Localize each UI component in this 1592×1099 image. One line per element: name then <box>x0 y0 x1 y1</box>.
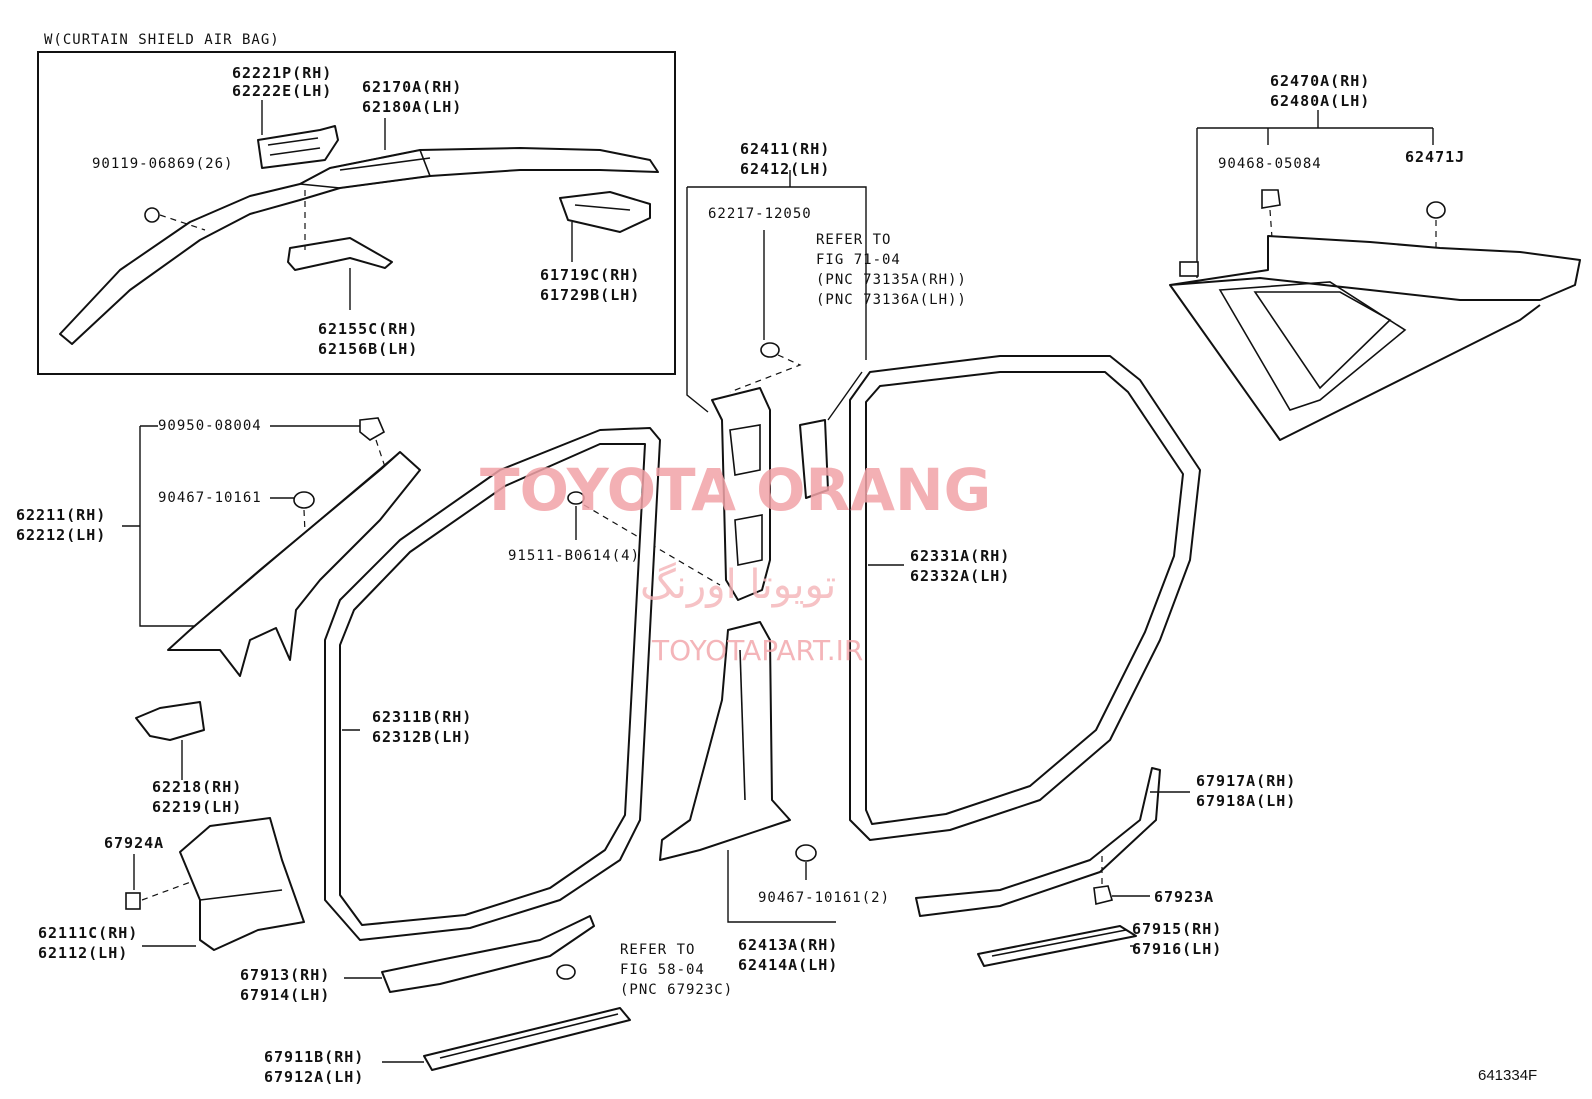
ref-fig71-line4: (PNC 73136A(LH)) <box>816 292 967 308</box>
label-62331a: 62331A(RH) <box>910 547 1010 565</box>
front-pillar-group: 90950-08004 90467-10161 62211(RH) 62212(… <box>16 417 421 677</box>
seatbelt-guide-part <box>799 419 829 499</box>
clip-62471j-fastener <box>1426 201 1446 270</box>
airbag-end-bracket-part <box>559 191 651 233</box>
label-90119: 90119-06869(26) <box>92 156 233 172</box>
quarter-trim-part <box>1169 235 1581 441</box>
center-pillar-upper-trim-part <box>711 387 771 601</box>
label-62470a: 62470A(RH) <box>1270 72 1370 90</box>
watermark-site: TOYOTAPART.IR <box>651 634 863 667</box>
label-62332a: 62332A(LH) <box>910 567 1010 585</box>
label-62471j: 62471J <box>1405 148 1465 166</box>
watermark-persian: تویوتا اورنگ <box>640 562 836 608</box>
label-62414a: 62414A(LH) <box>738 956 838 974</box>
label-90467-a: 90467-10161 <box>158 490 262 506</box>
label-62155c: 62155C(RH) <box>318 320 418 338</box>
label-62411: 62411(RH) <box>740 140 830 158</box>
ref-fig58-line1: REFER TO <box>620 942 695 958</box>
label-62212: 62212(LH) <box>16 526 106 544</box>
clip-90950-fastener <box>359 417 387 471</box>
clip-67923a-fastener <box>1093 856 1113 905</box>
front-door-weatherstrip-part <box>324 427 661 941</box>
quarter-trim-group: 62470A(RH) 62480A(LH) 90468-05084 62471J <box>1169 72 1581 441</box>
clip-90119-fastener <box>144 207 206 231</box>
ref-fig71-line1: REFER TO <box>816 232 891 248</box>
cowl-side-group: 62218(RH) 62219(LH) 67924A 62111C(RH) 62… <box>38 701 305 962</box>
rear-door-scuff-plate-part <box>915 767 1161 917</box>
label-62311b: 62311B(RH) <box>372 708 472 726</box>
label-67915: 67915(RH) <box>1132 920 1222 938</box>
watermark-brand: TOYOTA ORANG <box>480 456 991 524</box>
label-61729b: 61729B(LH) <box>540 286 640 304</box>
rear-scuff-group: 67917A(RH) 67918A(LH) 67923A 67915(RH) 6… <box>915 767 1296 967</box>
label-67917a: 67917A(RH) <box>1196 772 1296 790</box>
label-62217: 62217-12050 <box>708 206 812 222</box>
clip-90467-lower-fastener <box>795 844 817 880</box>
inset-title: W(CURTAIN SHIELD AIR BAG) <box>44 32 280 48</box>
ref-fig58-line2: FIG 58-04 <box>620 962 705 978</box>
label-67912a: 67912A(LH) <box>264 1068 364 1086</box>
airbag-inset: W(CURTAIN SHIELD AIR BAG) 62221P(RH) 622… <box>37 32 676 375</box>
label-62211: 62211(RH) <box>16 506 106 524</box>
rear-door-weatherstrip-part <box>849 355 1201 841</box>
label-90950: 90950-08004 <box>158 418 262 434</box>
label-90468: 90468-05084 <box>1218 156 1322 172</box>
label-90467-b: 90467-10161(2) <box>758 890 890 906</box>
cowl-cover-part <box>135 701 205 741</box>
front-door-sill-plate-part <box>423 1007 631 1071</box>
label-67924a: 67924A <box>104 834 164 852</box>
label-62170a: 62170A(RH) <box>362 78 462 96</box>
label-62156b: 62156B(LH) <box>318 340 418 358</box>
label-62219: 62219(LH) <box>152 798 242 816</box>
watermark: TOYOTA ORANG تویوتا اورنگ TOYOTAPART.IR <box>480 456 991 667</box>
ref-fig71-line2: FIG 71-04 <box>816 252 901 268</box>
label-62413a: 62413A(RH) <box>738 936 838 954</box>
label-62412: 62412(LH) <box>740 160 830 178</box>
cowl-side-trim-part <box>179 817 305 951</box>
label-62180a: 62180A(LH) <box>362 98 462 116</box>
ref-fig58-line3: (PNC 67923C) <box>620 982 733 998</box>
center-pillar-lower-trim-part <box>659 621 791 861</box>
diagram-code: 641334F <box>1478 1067 1537 1084</box>
rear-door-opening-seal-group: 62331A(RH) 62332A(LH) <box>849 355 1201 841</box>
clip-67923c-fastener <box>556 964 576 980</box>
label-62312b: 62312B(LH) <box>372 728 472 746</box>
label-67914: 67914(LH) <box>240 986 330 1004</box>
clip-67924a-fastener <box>125 892 141 910</box>
front-door-scuff-plate-part <box>381 915 595 993</box>
label-67923a: 67923A <box>1154 888 1214 906</box>
clip-62217-fastener <box>729 342 802 393</box>
label-62222e: 62222E(LH) <box>232 82 332 100</box>
label-67911b: 67911B(RH) <box>264 1048 364 1066</box>
label-67918a: 67918A(LH) <box>1196 792 1296 810</box>
label-62218: 62218(RH) <box>152 778 242 796</box>
front-door-opening-seal-group: 62311B(RH) 62312B(LH) <box>324 427 661 941</box>
label-62221p: 62221P(RH) <box>232 64 332 82</box>
airbag-bracket-part <box>257 125 339 169</box>
label-62111c: 62111C(RH) <box>38 924 138 942</box>
curtain-airbag-part <box>59 147 659 345</box>
label-67916: 67916(LH) <box>1132 940 1222 958</box>
front-scuff-group: 67913(RH) 67914(LH) REFER TO FIG 58-04 (… <box>240 915 733 1086</box>
label-62480a: 62480A(LH) <box>1270 92 1370 110</box>
label-61719c: 61719C(RH) <box>540 266 640 284</box>
label-91511: 91511-B0614(4) <box>508 548 640 564</box>
airbag-lower-bracket-part <box>287 237 393 271</box>
label-67913: 67913(RH) <box>240 966 330 984</box>
center-pillar-group: 62411(RH) 62412(LH) 62217-12050 REFER TO… <box>508 140 967 974</box>
label-62112: 62112(LH) <box>38 944 128 962</box>
ref-fig71-line3: (PNC 73135A(RH)) <box>816 272 967 288</box>
